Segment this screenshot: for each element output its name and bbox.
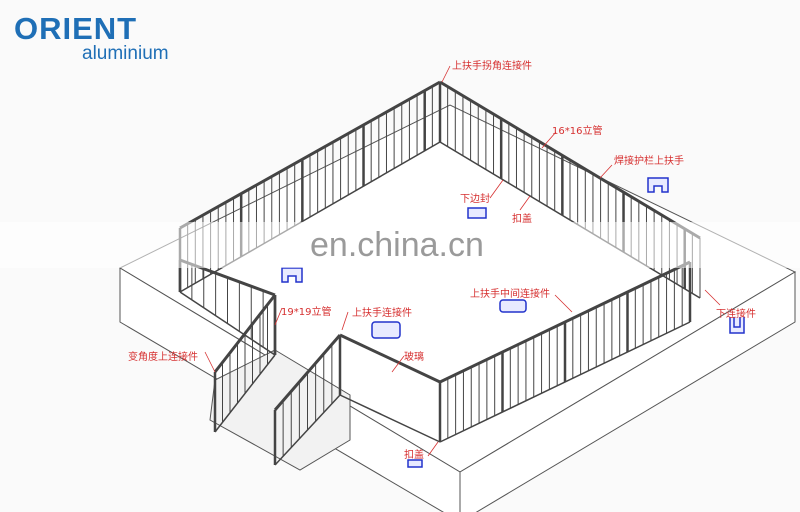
label-glass: 玻璃: [404, 352, 424, 363]
label-top-rail-connector: 上扶手连接件: [352, 308, 412, 319]
logo-brand: ORIENT: [14, 11, 138, 46]
label-post-19: 19*19立管: [281, 307, 332, 318]
watermark-band: en.china.cn: [0, 222, 800, 268]
bottom-connector-part-icon: [729, 317, 745, 334]
label-bottom-edge-seal: 下边封: [460, 194, 490, 205]
top-rail-profile-icon-2: [281, 267, 303, 283]
watermark-text: en.china.cn: [310, 226, 484, 264]
label-corner-connector: 上扶手拐角连接件: [452, 61, 532, 72]
middle-connector-part-icon: [499, 299, 527, 313]
logo-sub: aluminium: [82, 43, 169, 64]
label-cover-cap-front: 扣盖: [404, 450, 424, 461]
edge-seal-part-icon: [467, 207, 487, 219]
label-welded-top-rail: 焊接护栏上扶手: [614, 156, 684, 167]
top-rail-profile-icon: [647, 177, 669, 193]
cover-cap-part-icon: [407, 459, 423, 468]
logo: ORIENT aluminium: [14, 11, 169, 64]
platform-right-face: [459, 271, 796, 512]
glass-panel-bottom: [339, 394, 441, 443]
label-bottom-connector: 下连接件: [716, 309, 756, 320]
label-variable-angle-connector: 变角度上连接件: [128, 352, 198, 363]
label-post-16: 16*16立管: [552, 126, 603, 137]
label-cover-cap-back: 扣盖: [512, 214, 532, 225]
label-middle-connector: 上扶手中间连接件: [470, 289, 550, 300]
connector-part-icon: [371, 321, 401, 339]
glass-panel-top: [339, 333, 441, 384]
part-icons: [281, 177, 745, 468]
